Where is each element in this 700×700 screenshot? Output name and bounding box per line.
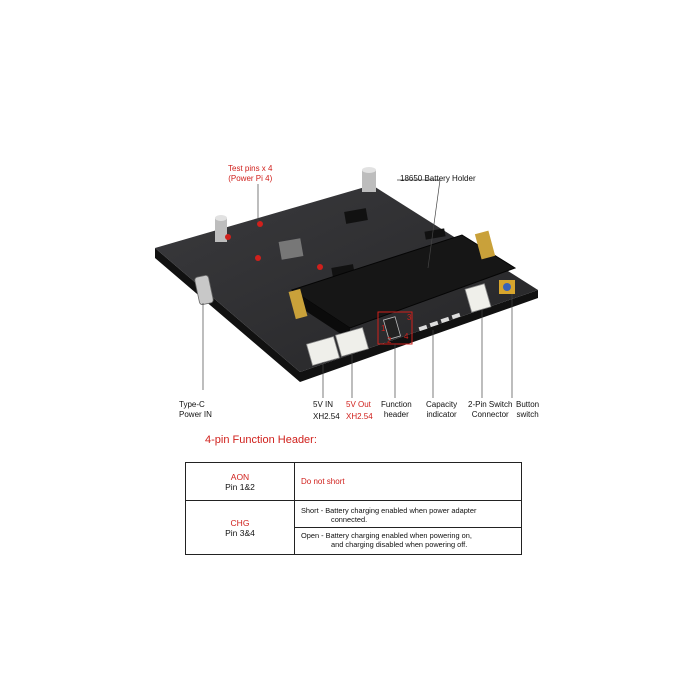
pin-number-3: 3 <box>407 313 412 322</box>
chg-pins: Pin 3&4 <box>225 527 255 538</box>
button-switch-label-line2: switch <box>516 410 539 419</box>
button-switch <box>499 280 515 294</box>
5v-in-label-line1: 5V IN <box>313 400 334 409</box>
pin-number-1: 1 <box>381 324 386 333</box>
capacity-indicator-label-line2: indicator <box>426 410 457 419</box>
chg-open-line1: Open - Battery charging enabled when pow… <box>301 531 472 540</box>
capacity-led <box>418 324 428 332</box>
function-header-label-line1: Function <box>381 400 412 409</box>
switch-connector <box>464 283 492 313</box>
5v-in-label-line2: XH2.54 <box>313 412 340 421</box>
battery-holder-label: 18650 Battery Holder <box>400 174 476 183</box>
chg-desc-cell: Short - Battery charging enabled when po… <box>294 500 522 555</box>
battery-contact-left <box>288 288 308 320</box>
pin-number-2: 2 <box>387 336 392 345</box>
chg-short-line2: connected. <box>331 515 368 524</box>
chg-name-cell: CHG Pin 3&4 <box>185 500 295 555</box>
chg-open-row: Open - Battery charging enabled when pow… <box>295 527 521 552</box>
battery-contact-right <box>474 230 496 260</box>
function-header-label: Function header <box>381 400 412 420</box>
aon-pins: Pin 1&2 <box>225 481 255 492</box>
chg-short-line1: Short - Battery charging enabled when po… <box>301 506 477 515</box>
test-pin <box>257 221 263 227</box>
type-c-port <box>194 275 214 305</box>
5v-out-label: 5V Out XH2.54 <box>346 400 373 422</box>
table-row-aon: AON Pin 1&2 Do not short <box>185 462 522 501</box>
type-c-label-line1: Type-C <box>179 400 205 409</box>
capacity-indicator-label: Capacity indicator <box>426 400 457 420</box>
chg-name: CHG <box>230 517 250 528</box>
test-pin <box>255 255 261 261</box>
function-header-title: 4-pin Function Header: <box>205 434 317 446</box>
xh254-in-connector <box>306 336 340 366</box>
capacity-led <box>440 316 450 324</box>
type-c-label-line2: Power IN <box>179 410 212 419</box>
5v-out-label-line1: 5V Out <box>346 400 371 409</box>
test-pins-label-line2: (Power Pi 4) <box>228 174 273 183</box>
inductor <box>278 238 304 260</box>
board-edge <box>155 248 538 382</box>
chip <box>344 208 368 224</box>
test-pins-label-line1: Test pins x 4 <box>228 164 273 173</box>
button-switch-label-line1: Button <box>516 400 540 409</box>
function-header-table: AON Pin 1&2 Do not short CHG Pin 3&4 Sho… <box>185 462 522 555</box>
test-pins-label: Test pins x 4 (Power Pi 4) <box>228 164 272 184</box>
button-switch-label: Button switch <box>516 400 539 420</box>
test-pin <box>225 234 231 240</box>
capacity-led <box>429 320 439 328</box>
chg-short: Short - Battery charging enabled when po… <box>295 503 521 528</box>
standoff-top <box>362 167 376 192</box>
aon-desc: Do not short <box>294 462 522 501</box>
pin-number-4: 4 <box>404 332 409 341</box>
chip <box>424 228 446 240</box>
leader-lines <box>202 179 513 398</box>
chg-short-row: Short - Battery charging enabled when po… <box>295 503 521 528</box>
standoff-left <box>215 215 227 242</box>
function-header-pins <box>382 316 402 340</box>
function-header-label-line2: header <box>383 410 409 419</box>
aon-name-cell: AON Pin 1&2 <box>185 462 295 501</box>
switch-connector-label-line2: Connector <box>471 410 509 419</box>
battery-holder-rim <box>292 290 350 340</box>
switch-connector-label: 2-Pin Switch Connector <box>468 400 512 420</box>
5v-out-label-line2: XH2.54 <box>346 412 373 421</box>
xh254-out-connector <box>335 327 369 357</box>
5v-in-label: 5V IN XH2.54 <box>313 400 340 422</box>
capacity-indicator-label-line1: Capacity <box>426 400 458 409</box>
type-c-label: Type-C Power IN <box>179 400 212 420</box>
chg-open: Open - Battery charging enabled when pow… <box>295 527 521 552</box>
chg-open-line2: and charging disabled when powering off. <box>331 540 468 549</box>
table-row-chg: CHG Pin 3&4 Short - Battery charging ena… <box>185 500 522 555</box>
test-pin <box>317 264 323 270</box>
board-illustration <box>155 167 538 398</box>
switch-connector-label-line1: 2-Pin Switch <box>468 400 513 409</box>
capacity-led <box>451 312 461 320</box>
chg-desc-table: Short - Battery charging enabled when po… <box>295 503 521 552</box>
aon-name: AON <box>230 471 250 482</box>
